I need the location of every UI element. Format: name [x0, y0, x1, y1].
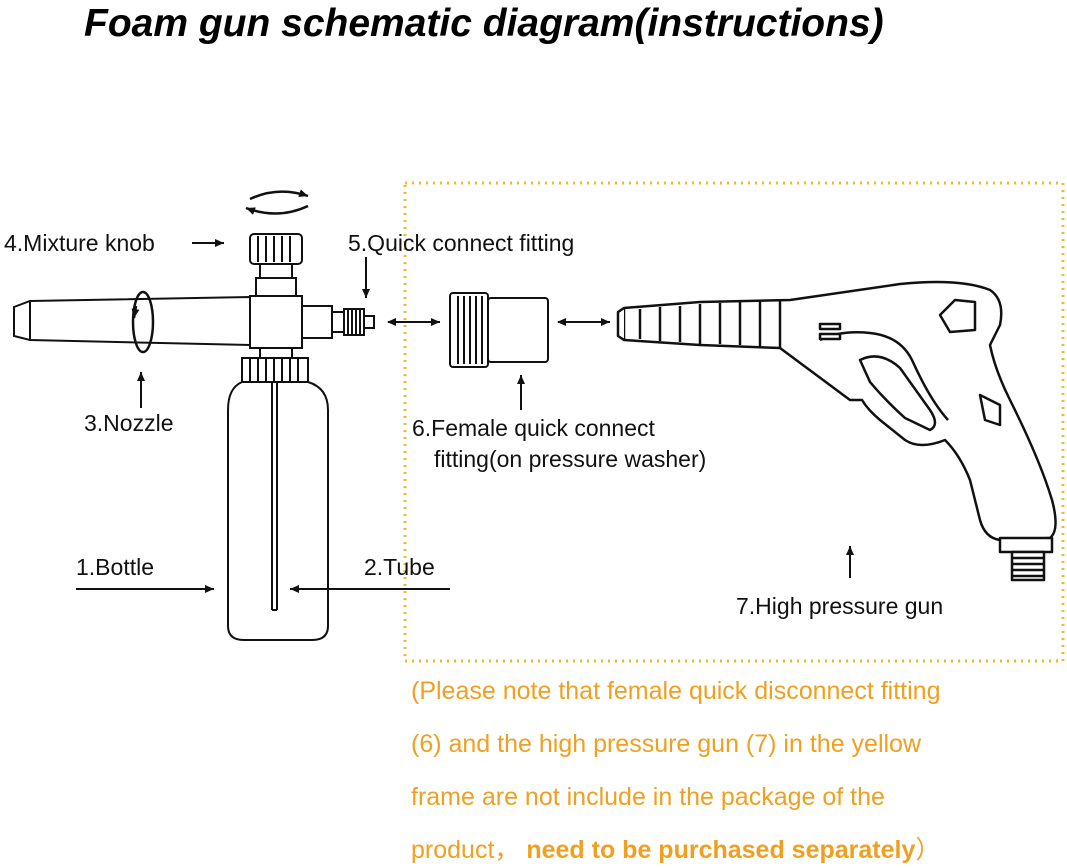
label-female-fitting-line2: fitting(on pressure washer) [434, 446, 707, 472]
note-line-3: frame are not include in the package of … [411, 783, 885, 811]
nozzle [13, 295, 375, 359]
label-mixture-knob: 4.Mixture knob [4, 230, 155, 256]
yellow-frame [403, 181, 1065, 663]
note-line-1: (Please note that female quick disconnec… [411, 677, 941, 705]
label-nozzle: 3.Nozzle [84, 410, 174, 436]
mixture-knob [249, 233, 303, 301]
label-female-fitting-line1: 6.Female quick connect [412, 415, 655, 441]
high-pressure-gun [616, 280, 1057, 582]
label-bottle: 1.Bottle [76, 554, 154, 580]
female-quick-connect-fitting [449, 292, 549, 368]
rotation-arrows-icon [245, 189, 309, 215]
note-line-4: product， need to be purchased separately… [411, 838, 940, 863]
tube [271, 382, 278, 611]
note-purchase-separately: need to be purchased separately [526, 836, 916, 864]
label-quick-connect-fitting: 5.Quick connect fitting [348, 230, 575, 256]
note-line-2: (6) and the high pressure gun (7) in the… [411, 730, 922, 758]
label-tube: 2.Tube [364, 554, 435, 580]
note-line-4-prefix: product， [411, 836, 520, 864]
note-line-4-suffix: ） [915, 836, 941, 864]
nozzle-rotation-icon [131, 290, 155, 354]
diagram-title: Foam gun schematic diagram(instructions) [84, 2, 884, 45]
label-high-pressure-gun: 7.High pressure gun [736, 593, 944, 619]
